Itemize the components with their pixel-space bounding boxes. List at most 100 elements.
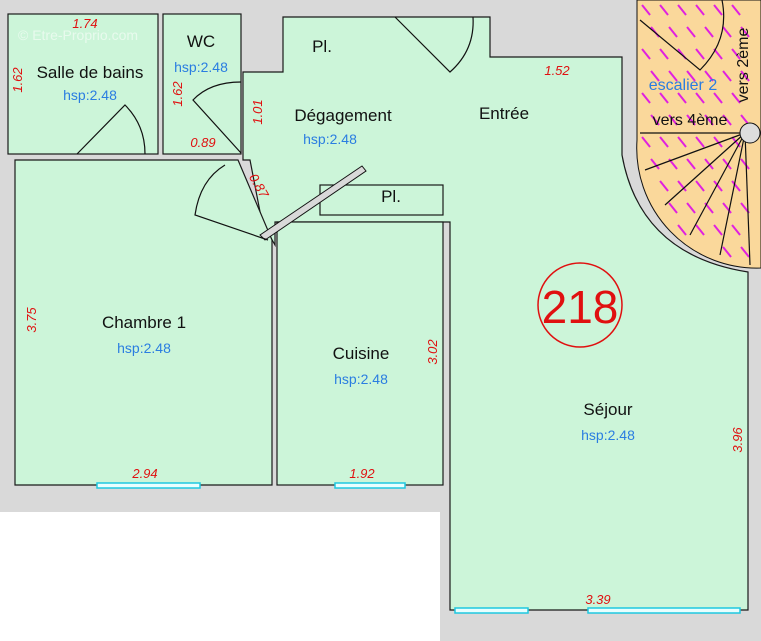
label-cuisine: Cuisine [333, 344, 390, 363]
hsp-cuisine: hsp:2.48 [334, 371, 388, 387]
dim-chambre-height: 3.75 [24, 307, 39, 333]
dim-cuisine-width: 1.92 [349, 466, 375, 481]
dim-chambre-width: 2.94 [131, 466, 157, 481]
hatch-mark [695, 136, 705, 148]
hatch-mark [740, 26, 750, 38]
label-placard-1: Pl. [312, 37, 332, 56]
hatch-mark [650, 158, 660, 170]
hatch-mark [659, 136, 669, 148]
hatch-mark [686, 158, 696, 170]
hatch-mark [704, 158, 714, 170]
hatch-mark [704, 114, 714, 126]
hatch-mark [731, 180, 741, 192]
apartment-number: 218 [542, 281, 619, 333]
staircase [636, 0, 761, 269]
room-placard-2 [319, 184, 444, 216]
room-wc [162, 13, 242, 155]
hatch-mark [659, 48, 669, 60]
hatch-mark [695, 224, 705, 236]
hatch-mark [686, 114, 696, 126]
label-entree: Entrée [479, 104, 529, 123]
dim-sdb-width: 1.74 [72, 16, 97, 31]
hatch-mark [677, 224, 687, 236]
hatch-mark [668, 70, 678, 82]
hsp-wc: hsp:2.48 [174, 59, 228, 75]
hatch-mark [695, 48, 705, 60]
hatch-mark [713, 224, 723, 236]
doors [76, 16, 474, 241]
hatch-mark [659, 92, 669, 104]
hsp-chambre-1: hsp:2.48 [117, 340, 171, 356]
hatch-mark [686, 70, 696, 82]
room-cuisine [276, 221, 444, 486]
label-stair-down: vers 2ème [735, 28, 752, 103]
hatch-mark [704, 70, 714, 82]
hatch-mark [650, 114, 660, 126]
hatch-mark [686, 26, 696, 38]
hsp-sejour: hsp:2.48 [581, 427, 635, 443]
hatch-mark [641, 4, 651, 16]
label-placard-2: Pl. [381, 187, 401, 206]
hatch-mark [731, 92, 741, 104]
hatch-mark [713, 4, 723, 16]
dim-wc-door: 1.01 [250, 99, 265, 124]
hatch-mark [713, 180, 723, 192]
hatch-mark [686, 202, 696, 214]
apartment-number-circle [537, 262, 623, 348]
stair-steps [639, 0, 751, 266]
label-stair: escalier 2 [649, 77, 718, 94]
hsp-degagement: hsp:2.48 [303, 131, 357, 147]
hatch-mark [740, 158, 750, 170]
dim-sejour-height: 3.96 [730, 427, 745, 453]
room-chambre-1 [14, 159, 273, 486]
hatch-mark [695, 4, 705, 16]
hatch-mark [740, 246, 750, 258]
hatch-mark [713, 136, 723, 148]
hatch-mark [641, 92, 651, 104]
hatch-mark [713, 92, 723, 104]
label-salle-de-bains: Salle de bains [37, 63, 144, 82]
label-wc: WC [187, 32, 215, 51]
hatch-mark [641, 48, 651, 60]
hatch-mark [722, 246, 732, 258]
hatch-mark [722, 202, 732, 214]
hatch-mark [677, 136, 687, 148]
label-chambre-1: Chambre 1 [102, 313, 186, 332]
label-degagement: Dégagement [294, 106, 392, 125]
hatch-mark [740, 70, 750, 82]
hatch-mark [731, 4, 741, 16]
dim-wc-height: 1.62 [170, 81, 185, 107]
hatch-mark [659, 4, 669, 16]
hatch-mark [677, 4, 687, 16]
watermark: © Etre-Proprio.com [18, 27, 138, 43]
hsp-salle-de-bains: hsp:2.48 [63, 87, 117, 103]
room-salle-de-bains [7, 13, 159, 155]
hatch-mark [695, 180, 705, 192]
hatch-mark [641, 136, 651, 148]
hatch-mark [722, 70, 732, 82]
dim-entree: 1.52 [544, 63, 570, 78]
dim-sejour-width: 3.39 [585, 592, 610, 607]
hatch-mark [731, 224, 741, 236]
hatch-mark [668, 26, 678, 38]
hatch-mark [731, 48, 741, 60]
windows [96, 482, 741, 614]
hatch-mark [722, 26, 732, 38]
hatch-mark [677, 180, 687, 192]
label-sejour: Séjour [583, 400, 632, 419]
label-stair-up: vers 4ème [653, 112, 728, 129]
dim-cuisine-height: 3.02 [425, 339, 440, 365]
hatch-mark [722, 114, 732, 126]
stair-newel [739, 122, 761, 144]
hatch-mark [659, 180, 669, 192]
hatch-mark [668, 202, 678, 214]
hatch-mark [677, 92, 687, 104]
hatch-mark [695, 92, 705, 104]
dim-wc-width: 0.89 [190, 135, 215, 150]
hatch-mark [650, 70, 660, 82]
hatch-mark [704, 26, 714, 38]
hatch-mark [668, 114, 678, 126]
dim-sdb-height: 1.62 [10, 67, 25, 93]
hatch-mark [722, 158, 732, 170]
